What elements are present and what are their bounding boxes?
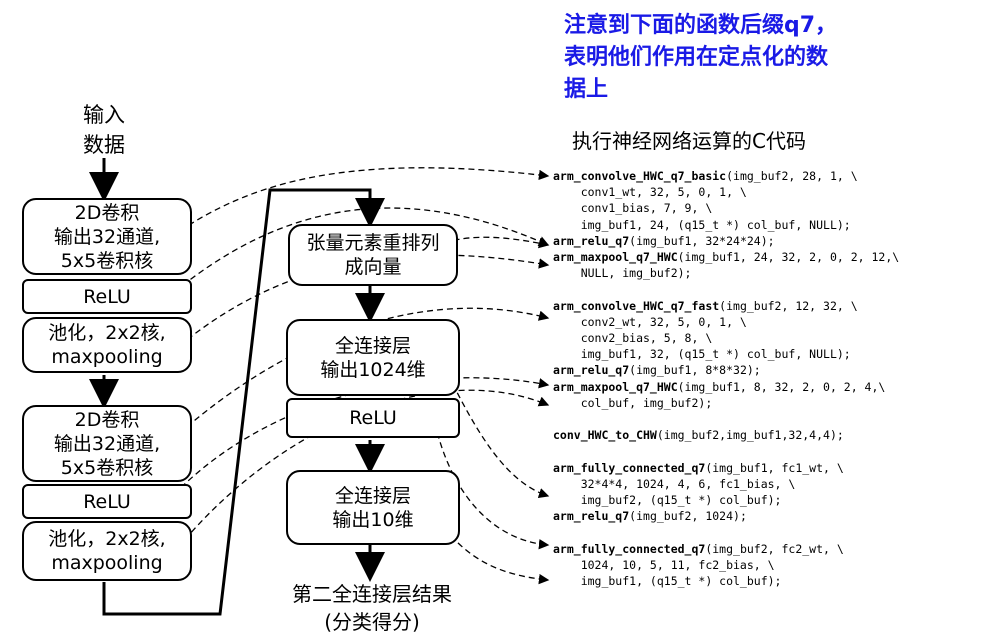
input-label-line: 数据 [83,133,125,157]
code-args: (img_buf2, fc2_wt, \ [705,541,844,556]
reshape-line: 成向量 [344,256,402,278]
code-line: img_buf2, (q15_t *) col_buf); [553,493,782,507]
code-args: NULL, img_buf2); [553,266,692,281]
code-function-name: arm_convolve_HWC_q7_basic [553,169,727,183]
code-args: 1024, 10, 5, 11, fc2_bias, \ [553,557,775,572]
code-line: conv_HWC_to_CHW(img_buf2,img_buf1,32,4,4… [553,429,844,442]
input-label: 输入 数据 [68,100,140,160]
code-function-name: arm_relu_q7 [553,509,630,524]
code-line: conv1_wt, 32, 5, 0, 1, \ [553,186,747,199]
code-line: arm_convolve_HWC_q7_fast(img_buf2, 12, 3… [553,298,858,313]
pool2-line: maxpooling [51,552,163,574]
code-args: img_buf1, 24, (q15_t *) col_buf, NULL); [553,217,851,232]
conv1-line: 5x5卷积核 [60,249,154,272]
code-args: (img_buf1, 8, 32, 2, 0, 2, 4,\ [677,379,886,394]
fc1-box: 全连接层 输出1024维 [286,319,460,396]
pool1-line: maxpooling [51,346,163,368]
relu3-box: ReLU [286,398,460,438]
code-args: img_buf2, (q15_t *) col_buf); [553,493,782,507]
relu3-label: ReLU [349,407,397,429]
flow-arrows [89,158,385,616]
code-line: conv1_bias, 7, 9, \ [553,201,713,216]
code-args: (img_buf2,img_buf1,32,4,4); [656,428,844,443]
conv2-line: 输出32通道, [53,432,161,455]
code-line: arm_convolve_HWC_q7_basic(img_buf2, 28, … [553,169,858,183]
flow-arrow-to-reshape [102,188,385,616]
code-line: 32*4*4, 1024, 4, 6, fc1_bias, \ [553,476,796,491]
conv2-box: 2D卷积 输出32通道, 5x5卷积核 [22,405,192,482]
q7-note: 注意到下面的函数后缀q7， 表明他们作用在定点化的数 据上 [564,10,894,106]
fc1-line: 全连接层 [334,334,411,357]
code-function-name: arm_relu_q7 [553,233,630,248]
code-args: 32*4*4, 1024, 4, 6, fc1_bias, \ [553,476,796,491]
code-args: (img_buf1, 32*24*24); [629,233,775,248]
code-line: col_buf, img_buf2); [553,395,713,410]
code-function-name: arm_convolve_HWC_q7_fast [553,298,720,313]
input-label-line: 输入 [83,103,125,127]
code-line: img_buf1, 32, (q15_t *) col_buf, NULL); [553,348,851,361]
code-line: conv2_bias, 5, 8, \ [553,331,713,345]
code-function-name: arm_fully_connected_q7 [553,541,706,556]
pool1-box: 池化，2x2核, maxpooling [22,317,192,373]
code-title: 执行神经网络运算的C代码 [572,129,806,153]
code-line: img_buf1, 24, (q15_t *) col_buf, NULL); [553,217,851,232]
output-label: 第二全连接层结果 (分类得分) [272,580,472,636]
code-args: (img_buf2, 28, 1, \ [726,169,858,183]
code-line: img_buf1, (q15_t *) col_buf); [553,574,782,588]
fc2-box: 全连接层 输出10维 [286,470,460,545]
pool2-box: 池化，2x2核, maxpooling [22,521,192,581]
code-line: arm_relu_q7(img_buf2, 1024); [553,510,747,523]
conv2-line: 5x5卷积核 [60,456,154,479]
code-line: arm_relu_q7(img_buf1, 32*24*24); [553,233,775,248]
code-args: (img_buf2, 1024); [629,509,747,524]
code-args: (img_buf1, 24, 32, 2, 0, 2, 12,\ [677,250,900,264]
code-args: conv2_wt, 32, 5, 0, 1, \ [553,314,747,329]
code-function-name: arm_maxpool_q7_HWC [553,250,678,264]
code-args: img_buf1, (q15_t *) col_buf); [553,574,782,588]
code-line: conv2_wt, 32, 5, 0, 1, \ [553,314,747,329]
code-line: arm_relu_q7(img_buf1, 8*8*32); [553,364,761,377]
conv1-line: 2D卷积 [74,201,140,224]
note-line: 表明他们作用在定点化的数 [564,45,829,70]
code-line: arm_fully_connected_q7(img_buf1, fc1_wt,… [553,460,844,475]
pool1-line: 池化，2x2核, [48,322,166,344]
reshape-line: 张量元素重排列 [306,232,440,254]
relu2-box: ReLU [22,484,192,519]
code-args: img_buf1, 32, (q15_t *) col_buf, NULL); [553,347,851,362]
code-line: arm_maxpool_q7_HWC(img_buf1, 24, 32, 2, … [553,250,900,264]
code-line: arm_maxpool_q7_HWC(img_buf1, 8, 32, 2, 0… [553,379,886,394]
code-args: (img_buf2, 12, 32, \ [719,298,858,313]
fc2-line: 输出10维 [332,508,414,531]
note-line: 据上 [564,77,609,102]
code-function-name: conv_HWC_to_CHW [553,428,657,443]
code-args: (img_buf1, fc1_wt, \ [705,460,844,475]
code-function-name: arm_relu_q7 [553,363,630,378]
code-args: (img_buf1, 8*8*32); [629,363,761,378]
code-line: NULL, img_buf2); [553,266,692,281]
code-args: col_buf, img_buf2); [553,395,713,410]
note-line: 注意到下面的函数后缀q7， [564,13,838,38]
relu1-box: ReLU [22,279,192,314]
code-line: arm_fully_connected_q7(img_buf2, fc2_wt,… [553,541,844,556]
relu2-label: ReLU [83,490,131,513]
code-function-name: arm_maxpool_q7_HWC [553,379,678,394]
code-function-name: arm_fully_connected_q7 [553,460,706,475]
code-args: conv1_bias, 7, 9, \ [553,201,713,216]
conv1-line: 输出32通道, [53,225,161,248]
fc2-line: 全连接层 [334,484,411,507]
fc1-line: 输出1024维 [320,358,426,381]
code-line: 1024, 10, 5, 11, fc2_bias, \ [553,557,775,572]
conv2-line: 2D卷积 [74,408,140,431]
output-label-line: 第二全连接层结果 [292,582,452,606]
relu1-label: ReLU [83,285,131,308]
code-args: conv2_bias, 5, 8, \ [553,331,713,345]
conv1-box: 2D卷积 输出32通道, 5x5卷积核 [22,198,192,275]
output-label-line: (分类得分) [324,610,420,634]
pool2-line: 池化，2x2核, [48,528,166,550]
reshape-box: 张量元素重排列 成向量 [288,224,458,286]
code-args: conv1_wt, 32, 5, 0, 1, \ [553,185,747,200]
